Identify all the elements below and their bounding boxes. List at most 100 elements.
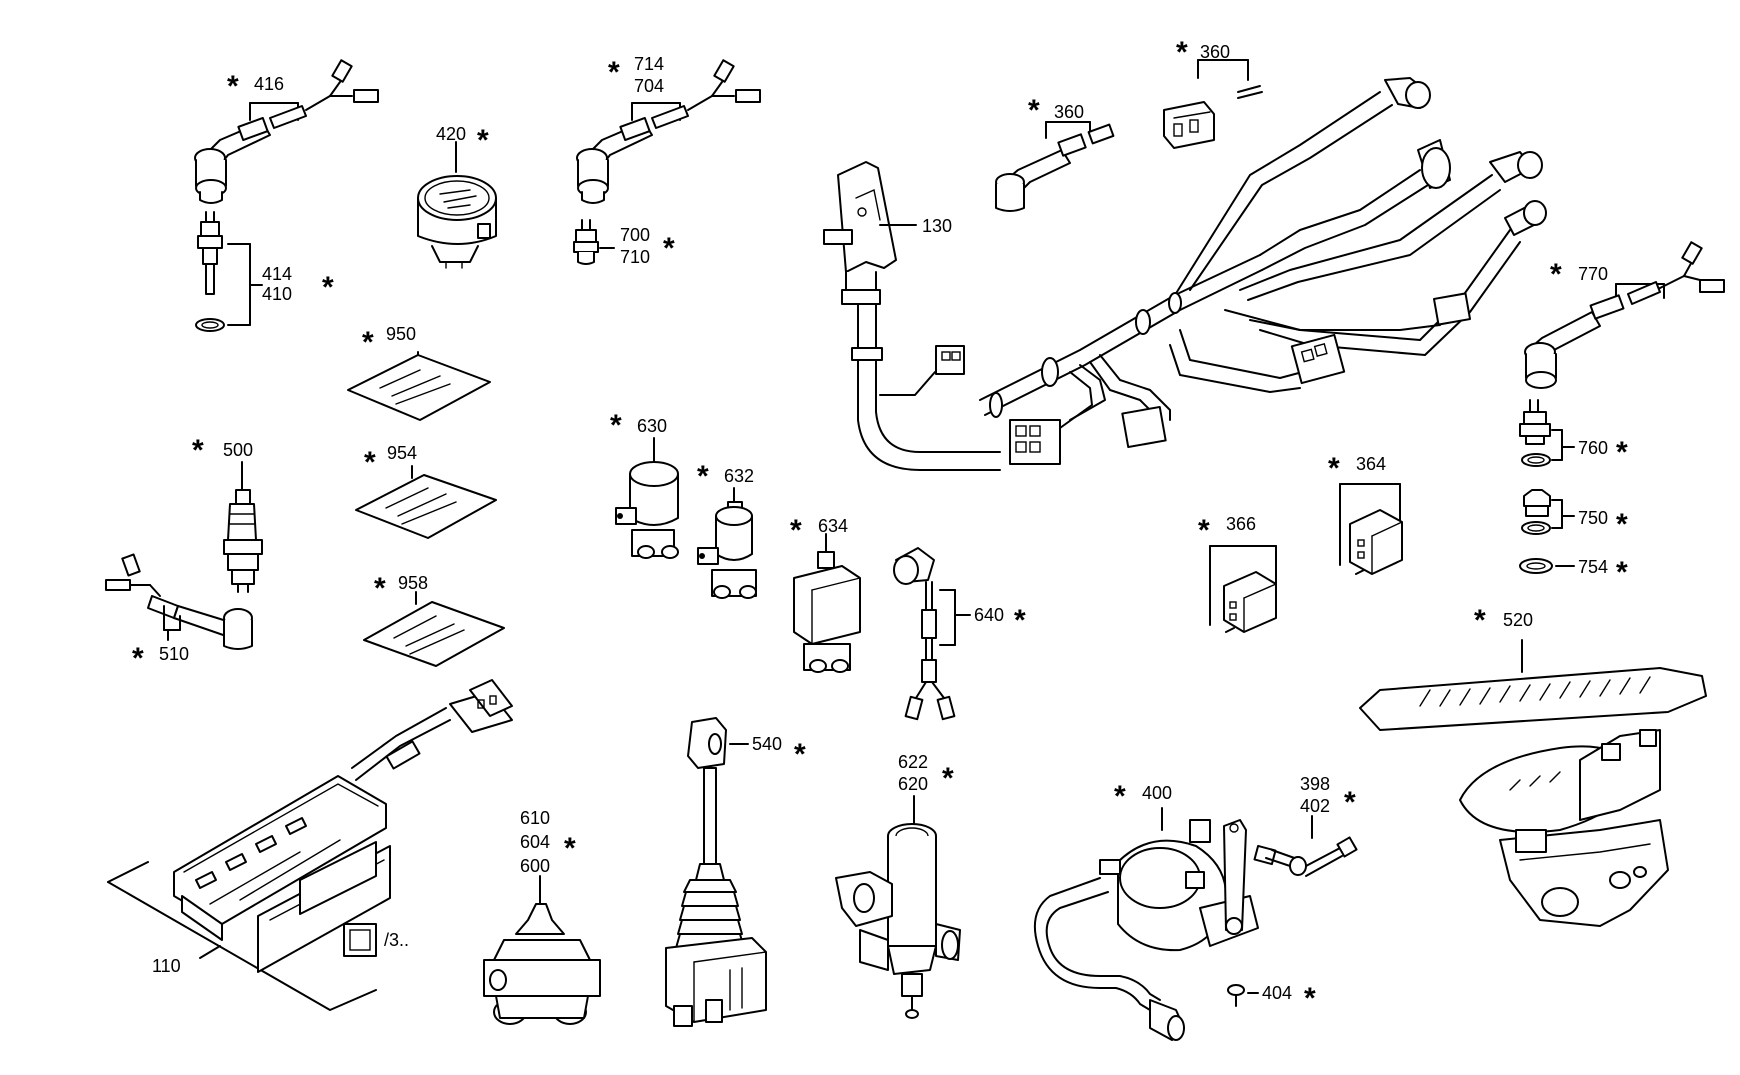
screw-404 (1227, 984, 1259, 1007)
label-500: 500 (223, 440, 253, 460)
label-414: 414 (262, 264, 292, 284)
gauge-420 (417, 141, 497, 269)
marker-366: * (1198, 514, 1210, 547)
label-400: 400 (1142, 783, 1172, 803)
label-416: 416 (254, 74, 284, 94)
label-632: 632 (724, 466, 754, 486)
joystick-540 (665, 717, 767, 1027)
actuator-400 (1034, 807, 1259, 1041)
valve-630 (615, 437, 679, 559)
marker-604: * (564, 832, 576, 865)
label-510: 510 (159, 644, 189, 664)
label-366: 366 (1226, 514, 1256, 534)
marker-634: * (790, 514, 802, 547)
label-958: 958 (398, 573, 428, 593)
label-622: 622 (898, 752, 928, 772)
label-360b: 360 (1200, 42, 1230, 62)
sensor-770 (1524, 241, 1725, 389)
label-600: 600 (520, 856, 550, 876)
label-750: 750 (1578, 508, 1608, 528)
marker-520: * (1474, 604, 1486, 637)
marker-640: * (1014, 604, 1026, 637)
marker-950: * (362, 326, 374, 359)
connector-366 (1209, 545, 1277, 633)
label-714: 714 (634, 54, 664, 74)
cable-640 (893, 547, 971, 721)
label-410: 410 (262, 284, 292, 304)
sender-760 (1519, 399, 1575, 467)
label-sheet-954 (355, 465, 497, 539)
label-620: 620 (898, 774, 928, 794)
label-640: 640 (974, 605, 1004, 625)
marker-398: * (1344, 786, 1356, 819)
label-520: 520 (1503, 610, 1533, 630)
marker-750: * (1616, 508, 1628, 541)
control-unit-110 (107, 679, 513, 1011)
bracket-130 (823, 161, 1001, 471)
label-634: 634 (818, 516, 848, 536)
label-954: 954 (387, 443, 417, 463)
label-610: 610 (520, 808, 550, 828)
marker-414: * (322, 271, 334, 304)
switch-500 (223, 461, 263, 593)
label-404: 404 (1262, 983, 1292, 1003)
marker-364: * (1328, 452, 1340, 485)
label-420: 420 (436, 124, 466, 144)
pedal-520 (1359, 639, 1707, 927)
marker-632: * (697, 460, 709, 493)
washer-754 (1519, 558, 1575, 574)
sender-414-410 (195, 211, 263, 332)
sensor-714-704 (576, 59, 761, 204)
marker-760: * (1616, 436, 1628, 469)
marker-420: * (477, 124, 489, 157)
marker-540: * (794, 738, 806, 771)
marker-630: * (610, 409, 622, 442)
marker-404: * (1304, 982, 1316, 1015)
marker-400: * (1114, 780, 1126, 813)
label-950: 950 (386, 324, 416, 344)
sensor-510 (105, 553, 253, 650)
label-3x: /3.. (384, 930, 409, 950)
marker-510: * (132, 642, 144, 675)
sensor-360-a (995, 121, 1115, 212)
valve-632 (697, 487, 757, 599)
marker-954: * (364, 446, 376, 479)
marker-360b: * (1176, 36, 1188, 69)
valve-610-604-600 (483, 875, 601, 1025)
rod-398-402 (1253, 815, 1358, 877)
label-540: 540 (752, 734, 782, 754)
connector-364 (1339, 483, 1403, 575)
label-130: 130 (922, 216, 952, 236)
marker-360a: * (1028, 94, 1040, 127)
label-760: 760 (1578, 438, 1608, 458)
label-754: 754 (1578, 557, 1608, 577)
marker-622: * (942, 762, 954, 795)
switch-700-710 (573, 219, 615, 265)
label-sheet-958 (363, 591, 505, 667)
label-364: 364 (1356, 454, 1386, 474)
marker-714: * (608, 56, 620, 89)
label-704: 704 (634, 76, 664, 96)
label-700: 700 (620, 225, 650, 245)
label-630: 630 (637, 416, 667, 436)
label-710: 710 (620, 247, 650, 267)
wiring-harness (979, 77, 1547, 465)
label-402: 402 (1300, 796, 1330, 816)
valve-622-620 (835, 795, 961, 1019)
component-3x (343, 923, 377, 957)
label-110: 110 (152, 956, 181, 976)
marker-770: * (1550, 258, 1562, 291)
connector-360-b (1163, 59, 1263, 149)
marker-958: * (374, 572, 386, 605)
valve-634 (793, 533, 861, 673)
label-360a: 360 (1054, 102, 1084, 122)
label-398: 398 (1300, 774, 1330, 794)
label-604: 604 (520, 832, 550, 852)
marker-754: * (1616, 556, 1628, 589)
label-sheet-950 (347, 351, 491, 421)
label-770: 770 (1578, 264, 1608, 284)
plug-750 (1521, 489, 1575, 535)
sensor-416 (194, 59, 379, 204)
